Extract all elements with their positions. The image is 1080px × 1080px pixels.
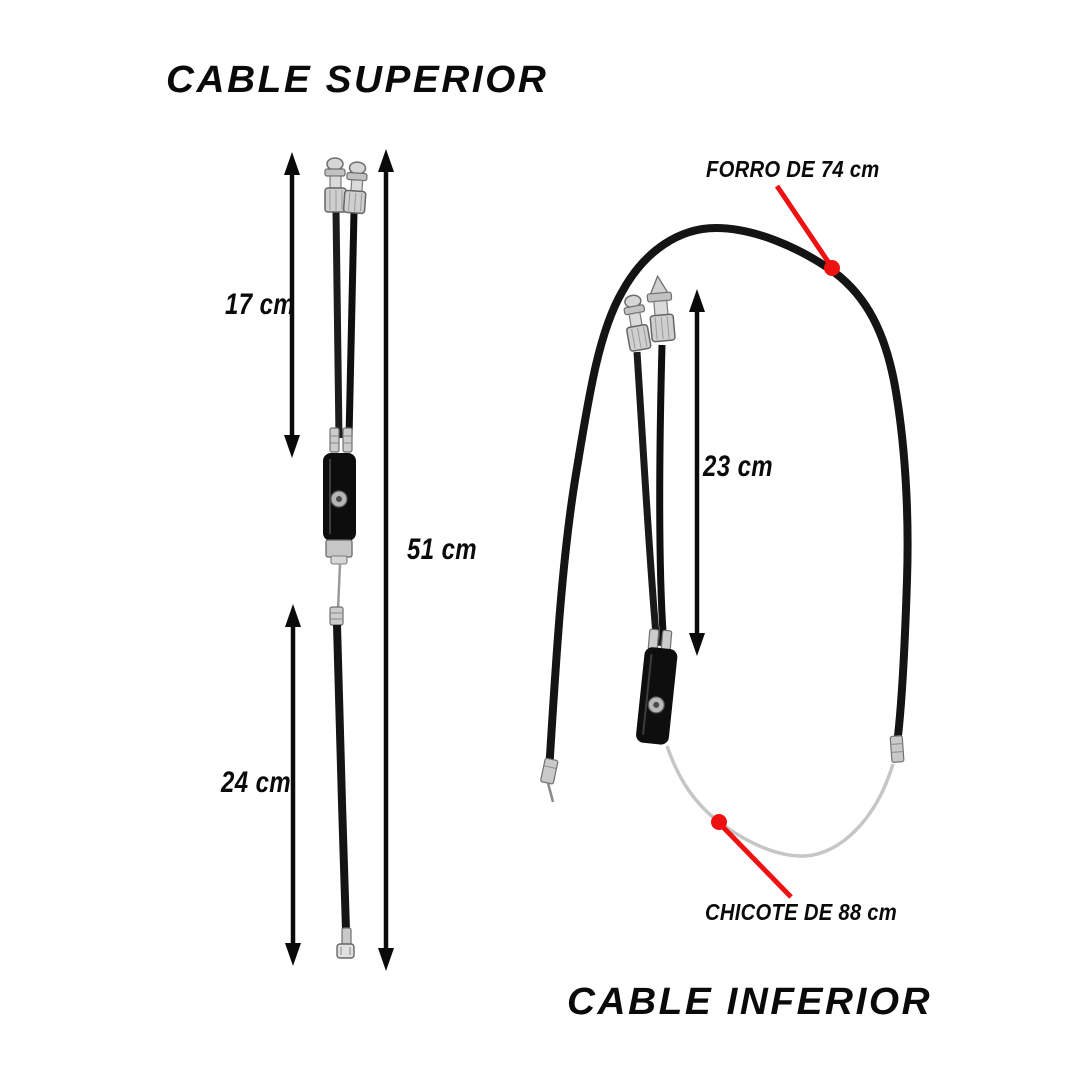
pointer-chicote-line bbox=[719, 823, 793, 899]
callout-label-forro: FORRO DE 74 cm bbox=[706, 156, 880, 182]
inner-wire-loop bbox=[665, 745, 895, 858]
upper-end-cap bbox=[336, 927, 355, 959]
measure-arrow-23cm bbox=[689, 289, 705, 656]
pointer-forro bbox=[774, 184, 840, 276]
upper-ferrules bbox=[329, 427, 353, 453]
loop-right-end-ferrule bbox=[889, 735, 905, 763]
lower-housing-loop bbox=[545, 223, 912, 776]
lower-barrel-adjuster-right bbox=[646, 274, 676, 343]
lower-adjuster-housing-left bbox=[633, 351, 661, 647]
pointer-forro-dot bbox=[824, 260, 840, 276]
lower-adjuster-housing-right bbox=[656, 344, 668, 647]
upper-barrel-adjuster-right bbox=[342, 161, 368, 215]
upper-cable-right-housing bbox=[345, 211, 358, 439]
upper-barrel-adjuster-left bbox=[324, 157, 347, 213]
loop-left-wire-tip bbox=[546, 782, 555, 803]
measurement-label-23cm: 23 cm bbox=[703, 450, 774, 483]
measure-arrow-24cm bbox=[285, 604, 301, 966]
measure-arrow-17cm bbox=[284, 152, 300, 458]
upper-joiner-body bbox=[323, 453, 356, 541]
pointer-chicote bbox=[711, 814, 793, 899]
measurement-label-24cm: 24 cm bbox=[221, 766, 292, 799]
upper-joiner-nut bbox=[325, 539, 353, 565]
title-cable-superior: CABLE SUPERIOR bbox=[166, 59, 549, 101]
upper-exposed-wire bbox=[336, 563, 342, 611]
title-cable-inferior: CABLE INFERIOR bbox=[567, 981, 933, 1023]
upper-cable-left-housing bbox=[332, 209, 343, 439]
measure-arrow-51cm bbox=[378, 149, 394, 971]
measurement-label-17cm: 17 cm bbox=[225, 288, 296, 321]
lower-joiner-body bbox=[636, 647, 678, 745]
upper-cable-illustration bbox=[284, 149, 394, 971]
measurement-label-51cm: 51 cm bbox=[407, 533, 478, 566]
loop-left-end-ferrule bbox=[540, 757, 559, 785]
lower-cable-illustration bbox=[540, 184, 912, 899]
upper-mid-ferrule bbox=[329, 606, 344, 626]
pointer-forro-line bbox=[774, 184, 834, 268]
lower-barrel-adjuster-left bbox=[623, 294, 652, 352]
callout-label-chicote: CHICOTE DE 88 cm bbox=[705, 899, 898, 925]
upper-cable-lower-housing bbox=[333, 624, 350, 931]
